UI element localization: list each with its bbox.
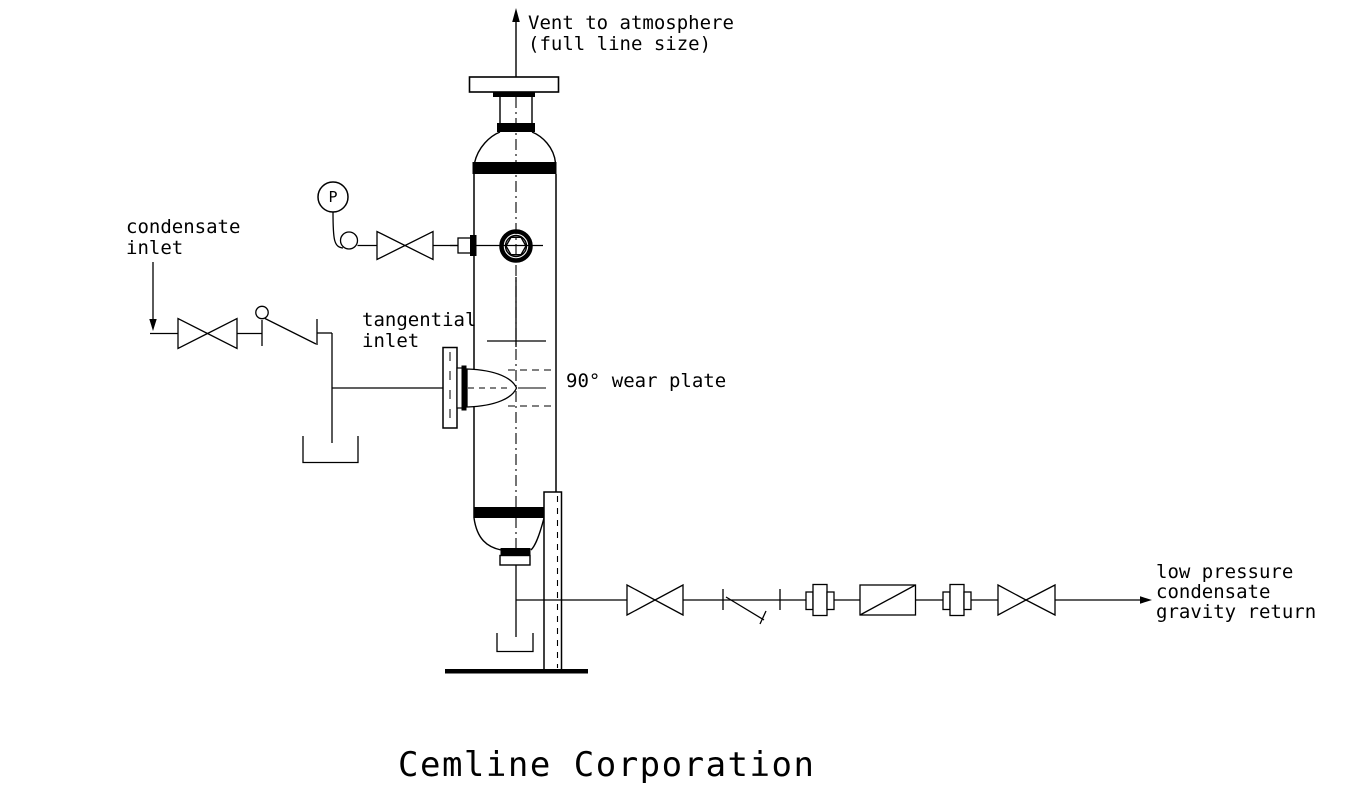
wear-plate-label: 90° wear plate — [566, 370, 727, 392]
inlet-seal-pot — [302, 436, 359, 464]
pigtail-siphon — [332, 211, 344, 249]
ground-line — [445, 669, 588, 674]
tangential-inlet-nozzle — [442, 346, 546, 429]
flash-tank-vessel — [468, 76, 560, 566]
pipe-union-1 — [805, 583, 835, 617]
return-swing-check-valve — [722, 589, 781, 625]
bottom-drain-seal-pot — [496, 633, 534, 653]
vent-label-line2: (full line size) — [528, 33, 712, 55]
pipe-union-2 — [942, 583, 972, 617]
vent-label-line1: Vent to atmosphere — [528, 12, 734, 34]
return-gate-valve-1 — [626, 583, 684, 617]
condensate-inlet-label-line1: condensate — [126, 216, 241, 238]
tangential-inlet-label-line2: inlet — [362, 330, 420, 352]
tangential-inlet-label-line1: tangential — [362, 309, 477, 331]
pressure-gauge-assembly — [317, 181, 477, 261]
gauge-fitting — [457, 237, 472, 254]
bottom-drain — [496, 565, 534, 653]
return-flow-arrow — [1140, 596, 1152, 604]
condensate-inlet-label-line2: inlet — [126, 237, 184, 259]
support-column — [543, 491, 563, 671]
return-piping — [516, 583, 1152, 625]
strainer — [859, 584, 917, 616]
gravity-return-label-line1: low pressure — [1156, 561, 1294, 583]
return-gate-valve-2 — [997, 583, 1056, 617]
inlet-swing-check-valve — [255, 305, 318, 346]
inlet-drip-leg — [317, 332, 443, 443]
vent-arrow — [512, 8, 520, 77]
gravity-return-label-line2: condensate — [1156, 581, 1271, 603]
pressure-gauge-letter: P — [328, 188, 338, 206]
inlet-flow-arrow — [149, 262, 157, 331]
inlet-gate-valve — [177, 317, 238, 350]
company-title: Cemline Corporation — [398, 745, 816, 785]
wear-plate-hidden-lines — [487, 277, 552, 407]
condensate-inlet-piping — [149, 262, 443, 464]
gauge-isolation-gate-valve — [376, 230, 434, 261]
gravity-return-label-line3: gravity return — [1156, 601, 1317, 623]
